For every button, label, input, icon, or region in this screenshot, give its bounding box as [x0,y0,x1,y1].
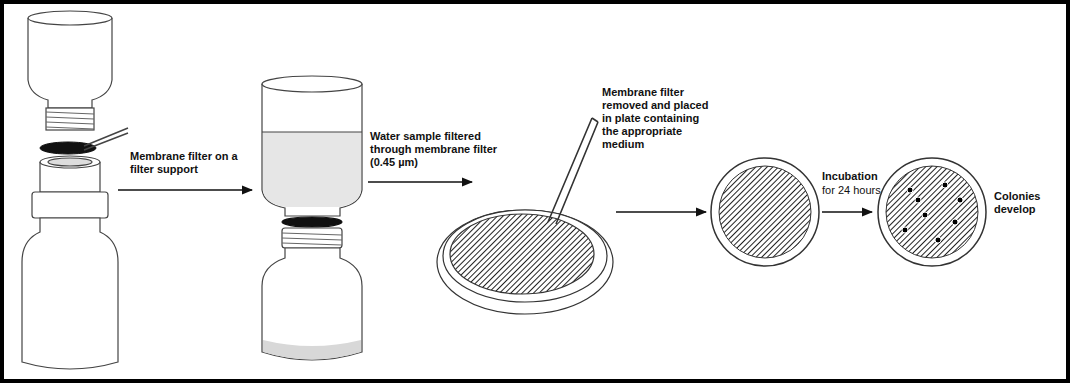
receiving-flask [262,248,362,360]
petri-dish [437,210,613,314]
process-arrow [822,211,872,212]
membrane-filter-disk [40,128,128,154]
screw-thread [46,122,94,124]
funnel-top [46,108,94,130]
step-label: for 24 hours [822,184,892,197]
filter-support [48,158,92,166]
step-label: Incubation [822,170,892,183]
receiving-flask [22,218,118,369]
receiving-flask [22,218,118,369]
callout-text: Colonies develop [994,190,1060,216]
filter-support [32,156,108,218]
receiving-flask [262,248,362,360]
funnel-with-water [262,84,362,216]
petri-dish [443,210,607,302]
funnel-with-water [262,76,362,248]
callout-text: Membrane filter on a filter support [130,150,252,176]
forceps [548,118,598,224]
filter-support [40,156,100,168]
culture-plate-with-colonies [935,237,941,243]
culture-plate-with-colonies [942,182,948,188]
screw-thread [46,117,94,119]
callout-text: Membrane filter removed and placed in pl… [602,86,710,151]
funnel-with-water [263,132,361,207]
funnel-top [28,18,112,108]
screw-thread [282,233,342,235]
culture-plate-with-colonies [902,227,908,233]
process-arrow [616,211,706,212]
funnel-top [28,11,112,130]
culture-plate-with-colonies [915,197,921,203]
culture-plate-with-colonies [907,187,913,193]
culture-plate [711,158,819,266]
funnel-with-water [262,76,362,92]
screw-thread [282,233,342,245]
screw-thread [46,127,94,129]
culture-plate-with-colonies [952,219,958,225]
membrane-filter-disk [84,128,128,150]
process-arrow [118,189,252,190]
culture-plate [719,166,811,258]
culture-plate-with-colonies [878,158,986,266]
screw-thread [46,112,94,114]
culture-plate [711,158,819,266]
funnel-with-water [282,217,342,227]
process-arrow [118,182,872,212]
culture-plate-with-colonies [878,158,986,266]
funnel-with-water [282,228,342,248]
funnel-with-water [262,131,362,132]
filter-support [32,192,108,218]
funnel-top [28,11,112,25]
screw-thread [282,238,342,240]
forceps [548,118,598,224]
petri-dish [437,210,613,314]
receiving-flask [263,340,361,360]
culture-plate-with-colonies [957,197,963,203]
forceps [592,118,598,122]
process-arrow [368,181,472,182]
petri-dish [450,214,594,294]
culture-plate-with-colonies [886,166,978,258]
culture-plate-with-colonies [902,182,963,243]
culture-plate-with-colonies [922,212,928,218]
callout-text: Water sample filtered through membrane f… [370,130,502,169]
screw-thread [282,243,342,245]
